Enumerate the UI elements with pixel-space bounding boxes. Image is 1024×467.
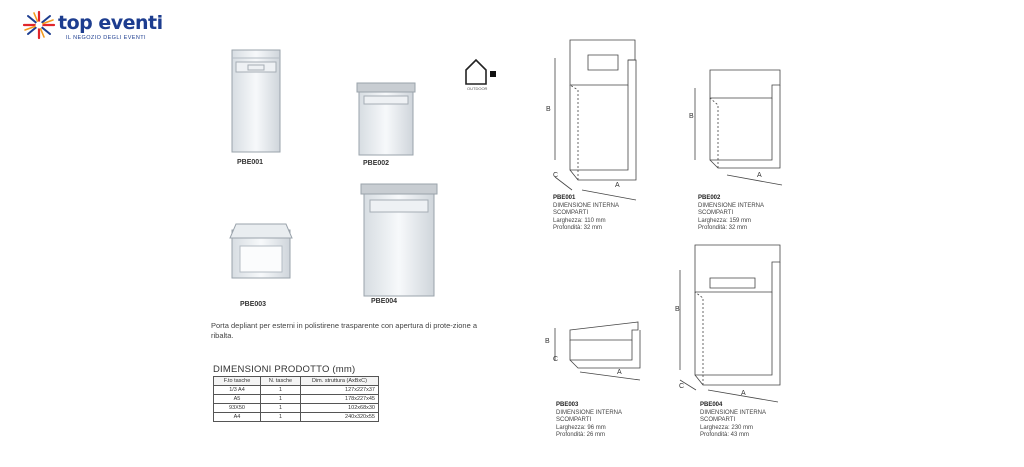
axis-a-pbe004: A (741, 390, 746, 397)
spec-code: PBE002 (698, 195, 721, 201)
spec-line: SCOMPARTI (556, 417, 592, 423)
axis-a-pbe002: A (757, 172, 762, 179)
outdoor-house-icon (465, 58, 496, 85)
photo-label-pbe004: PBE004 (371, 298, 398, 305)
spec-line: DIMENSIONE INTERNA (700, 409, 767, 416)
product-photos (229, 49, 438, 297)
table-header: Dim. struttura (AxBxC) (300, 376, 379, 386)
table-row: A4 1 240x320x55 (213, 412, 379, 422)
spec-line: DIMENSIONE INTERNA (553, 202, 620, 209)
spec-line: Profondità: 43 mm (700, 432, 750, 438)
spec-pbe002: PBE002 DIMENSIONE INTERNA SCOMPARTI Larg… (698, 195, 764, 233)
spec-line: SCOMPARTI (698, 210, 734, 216)
table-header: N. tasche (260, 376, 301, 386)
table-cell: 178x227x45 (300, 394, 379, 404)
spec-line: SCOMPARTI (700, 417, 736, 423)
photo-pbe002 (356, 82, 416, 156)
spec-line: Larghezza: 96 mm (556, 424, 606, 431)
table-cell: 93X50 (213, 403, 261, 413)
table-cell: 1 (260, 394, 301, 404)
table-cell: A4 (213, 412, 261, 422)
axis-b-pbe004: B (675, 306, 680, 313)
brand-tagline: IL NEGOZIO DEGLI EVENTI (66, 35, 146, 41)
axis-c-pbe001: C (553, 172, 559, 179)
starburst-logo-icon (22, 10, 56, 40)
drawing-pbe002 (694, 69, 783, 186)
table-row: A5 1 178x227x45 (213, 394, 379, 404)
photo-pbe003 (229, 223, 293, 279)
spec-line: Larghezza: 110 mm (553, 217, 606, 224)
spec-line: Profondità: 32 mm (553, 225, 603, 231)
spec-pbe003: PBE003 DIMENSIONE INTERNA SCOMPARTI Larg… (556, 402, 622, 440)
axis-b-pbe002: B (689, 113, 694, 120)
table-cell: 1 (260, 412, 301, 422)
axis-b-pbe001: B (546, 106, 551, 113)
axis-a-pbe001: A (615, 182, 620, 189)
outdoor-label: OUTDOOR (467, 86, 488, 91)
table-cell: 240x320x55 (300, 412, 379, 422)
photo-label-pbe002: PBE002 (363, 160, 390, 167)
table-row: 1/3 A4 1 127x227x37 (213, 385, 379, 395)
axis-c-pbe004: C (679, 383, 685, 390)
photo-label-pbe003: PBE003 (240, 301, 267, 308)
spec-line: Larghezza: 230 mm (700, 424, 754, 431)
spec-line: DIMENSIONE INTERNA (556, 409, 623, 416)
photo-label-pbe001: PBE001 (237, 159, 264, 166)
table-cell: 102x68x30 (300, 403, 379, 413)
brand-logo[interactable]: top eventi IL NEGOZIO DEGLI EVENTI (22, 10, 172, 46)
dimensions-table: F.to tasche N. tasche Dim. struttura (Ax… (213, 376, 379, 422)
spec-code: PBE001 (553, 195, 576, 201)
axis-c-pbe003: C (553, 356, 559, 363)
spec-line: Profondità: 32 mm (698, 225, 748, 231)
table-cell: 1/3 A4 (213, 385, 261, 395)
table-cell: A5 (213, 394, 261, 404)
spec-line: DIMENSIONE INTERNA (698, 202, 765, 209)
photo-pbe004 (360, 183, 438, 297)
spec-line: Profondità: 26 mm (556, 432, 606, 438)
table-cell: 1 (260, 385, 301, 395)
spec-pbe001: PBE001 DIMENSIONE INTERNA SCOMPARTI Larg… (553, 195, 619, 233)
drawing-pbe003 (554, 321, 641, 381)
photo-pbe001 (231, 49, 281, 153)
spec-pbe004: PBE004 DIMENSIONE INTERNA SCOMPARTI Larg… (700, 402, 766, 440)
drawing-pbe001 (554, 39, 637, 201)
spec-code: PBE003 (556, 402, 579, 408)
axis-a-pbe003: A (617, 369, 622, 376)
spec-line: Larghezza: 159 mm (698, 217, 752, 224)
technical-drawings (554, 39, 783, 403)
spec-line: SCOMPARTI (553, 210, 589, 216)
table-header: F.to tasche (213, 376, 261, 386)
dimensions-title: DIMENSIONI PRODOTTO (mm) (213, 364, 356, 375)
spec-code: PBE004 (700, 402, 723, 408)
table-cell: 127x227x37 (300, 385, 379, 395)
axis-b-pbe003: B (545, 338, 550, 345)
table-row: 93X50 1 102x68x30 (213, 403, 379, 413)
table-cell: 1 (260, 403, 301, 413)
product-description: Porta depliant per esterni in polistiren… (211, 321, 477, 340)
brand-name: top eventi (58, 12, 163, 34)
drawing-pbe004 (679, 244, 781, 403)
